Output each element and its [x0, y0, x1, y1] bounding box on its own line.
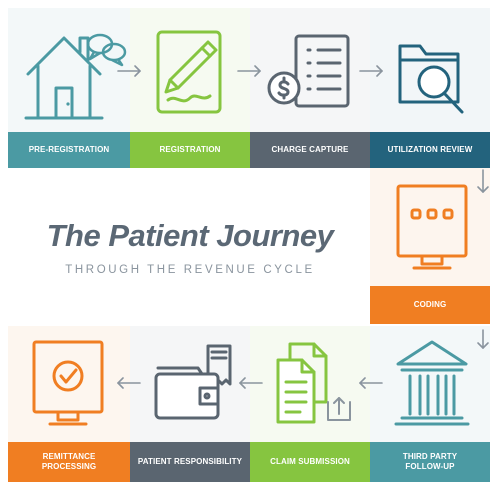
folder-magnifier-icon — [398, 44, 464, 114]
house-icon — [24, 33, 127, 120]
arrow-down-1 — [477, 169, 489, 193]
step-label-utilization-review: UTILIZATION REVIEW — [370, 132, 490, 168]
arrow-right-2 — [237, 65, 261, 77]
step-label-pre-registration: PRE-REGISTRATION — [8, 132, 130, 168]
step-label-remittance-processing: REMITTANCE PROCESSING — [8, 442, 130, 482]
wallet-receipt-icon — [154, 344, 232, 420]
step-label-third-party-follow-up: THIRD PARTY FOLLOW-UP — [370, 442, 490, 482]
checklist-coin-icon — [267, 34, 350, 108]
diagram-title: The Patient Journey — [46, 218, 334, 253]
step-label-patient-responsibility: PATIENT RESPONSIBILITY — [130, 442, 250, 482]
tint-charge-capture — [250, 8, 370, 132]
bank-icon — [394, 340, 470, 426]
pen-form-icon — [156, 30, 222, 114]
monitor-check-icon — [32, 340, 104, 426]
step-label-claim-submission: CLAIM SUBMISSION — [250, 442, 370, 482]
diagram-subtitle: THROUGH THE REVENUE CYCLE — [65, 264, 315, 276]
documents-upload-icon — [276, 342, 351, 424]
tint-coding — [370, 168, 490, 286]
arrow-right-1 — [117, 65, 141, 77]
tint-pre-registration — [8, 8, 130, 132]
step-label-registration: REGISTRATION — [130, 132, 250, 168]
arrow-down-2 — [477, 329, 489, 349]
step-label-coding: CODING — [370, 286, 490, 324]
arrow-left-1 — [359, 377, 383, 389]
monitor-code-icon — [396, 184, 468, 270]
arrow-left-2 — [239, 377, 263, 389]
arrow-left-3 — [117, 377, 141, 389]
arrow-right-3 — [359, 65, 383, 77]
step-label-charge-capture: CHARGE CAPTURE — [250, 132, 370, 168]
